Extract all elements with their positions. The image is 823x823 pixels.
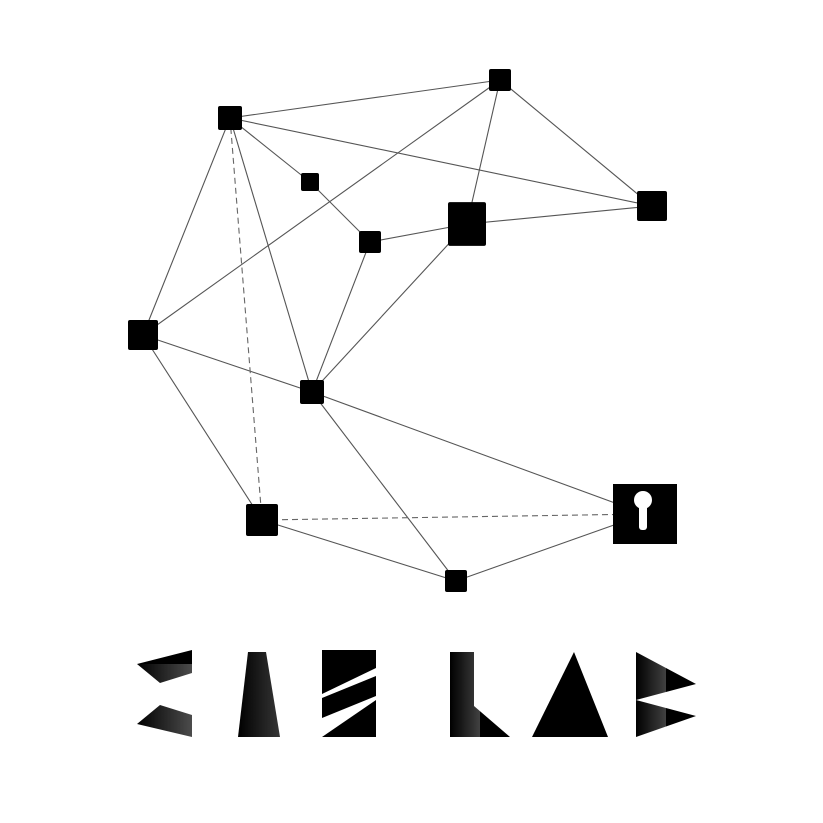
network-edge: [261, 519, 457, 582]
network-edge: [229, 117, 311, 183]
network-edge: [229, 117, 653, 207]
network-edge: [229, 79, 501, 119]
network-edge: [229, 117, 313, 393]
network-edge: [142, 117, 231, 336]
wordmark-letter-i: [238, 652, 280, 737]
network-edge: [311, 391, 646, 515]
network-edge: [142, 334, 263, 521]
wordmark-letter-c: [137, 650, 192, 737]
network-edge: [466, 205, 653, 225]
network-node: [489, 69, 511, 91]
network-node: [445, 570, 467, 592]
wordmark: [137, 650, 696, 737]
network-edge: [466, 79, 501, 225]
network-edge: [229, 117, 263, 521]
network-edge: [311, 391, 457, 582]
network-node: [128, 320, 158, 350]
network-edge: [499, 79, 653, 207]
network-edge: [311, 241, 371, 393]
network-node: [637, 191, 667, 221]
network-node: [218, 106, 242, 130]
padlock-icon: [613, 484, 677, 544]
network-node: [246, 504, 278, 536]
network-edges: [142, 79, 653, 582]
network-edge: [142, 334, 313, 393]
network-node: [359, 231, 381, 253]
network-edge: [142, 79, 501, 336]
network-node: [300, 380, 324, 404]
wordmark-letter-b: [636, 652, 696, 737]
network-nodes: [128, 69, 667, 592]
wordmark-letter-a: [532, 652, 608, 737]
network-node: [301, 173, 319, 191]
network-node: [448, 202, 486, 246]
network-edge: [261, 513, 646, 521]
wordmark-letter-l: [450, 652, 510, 737]
network-edge: [311, 223, 468, 393]
wordmark-letter-s: [322, 650, 376, 737]
